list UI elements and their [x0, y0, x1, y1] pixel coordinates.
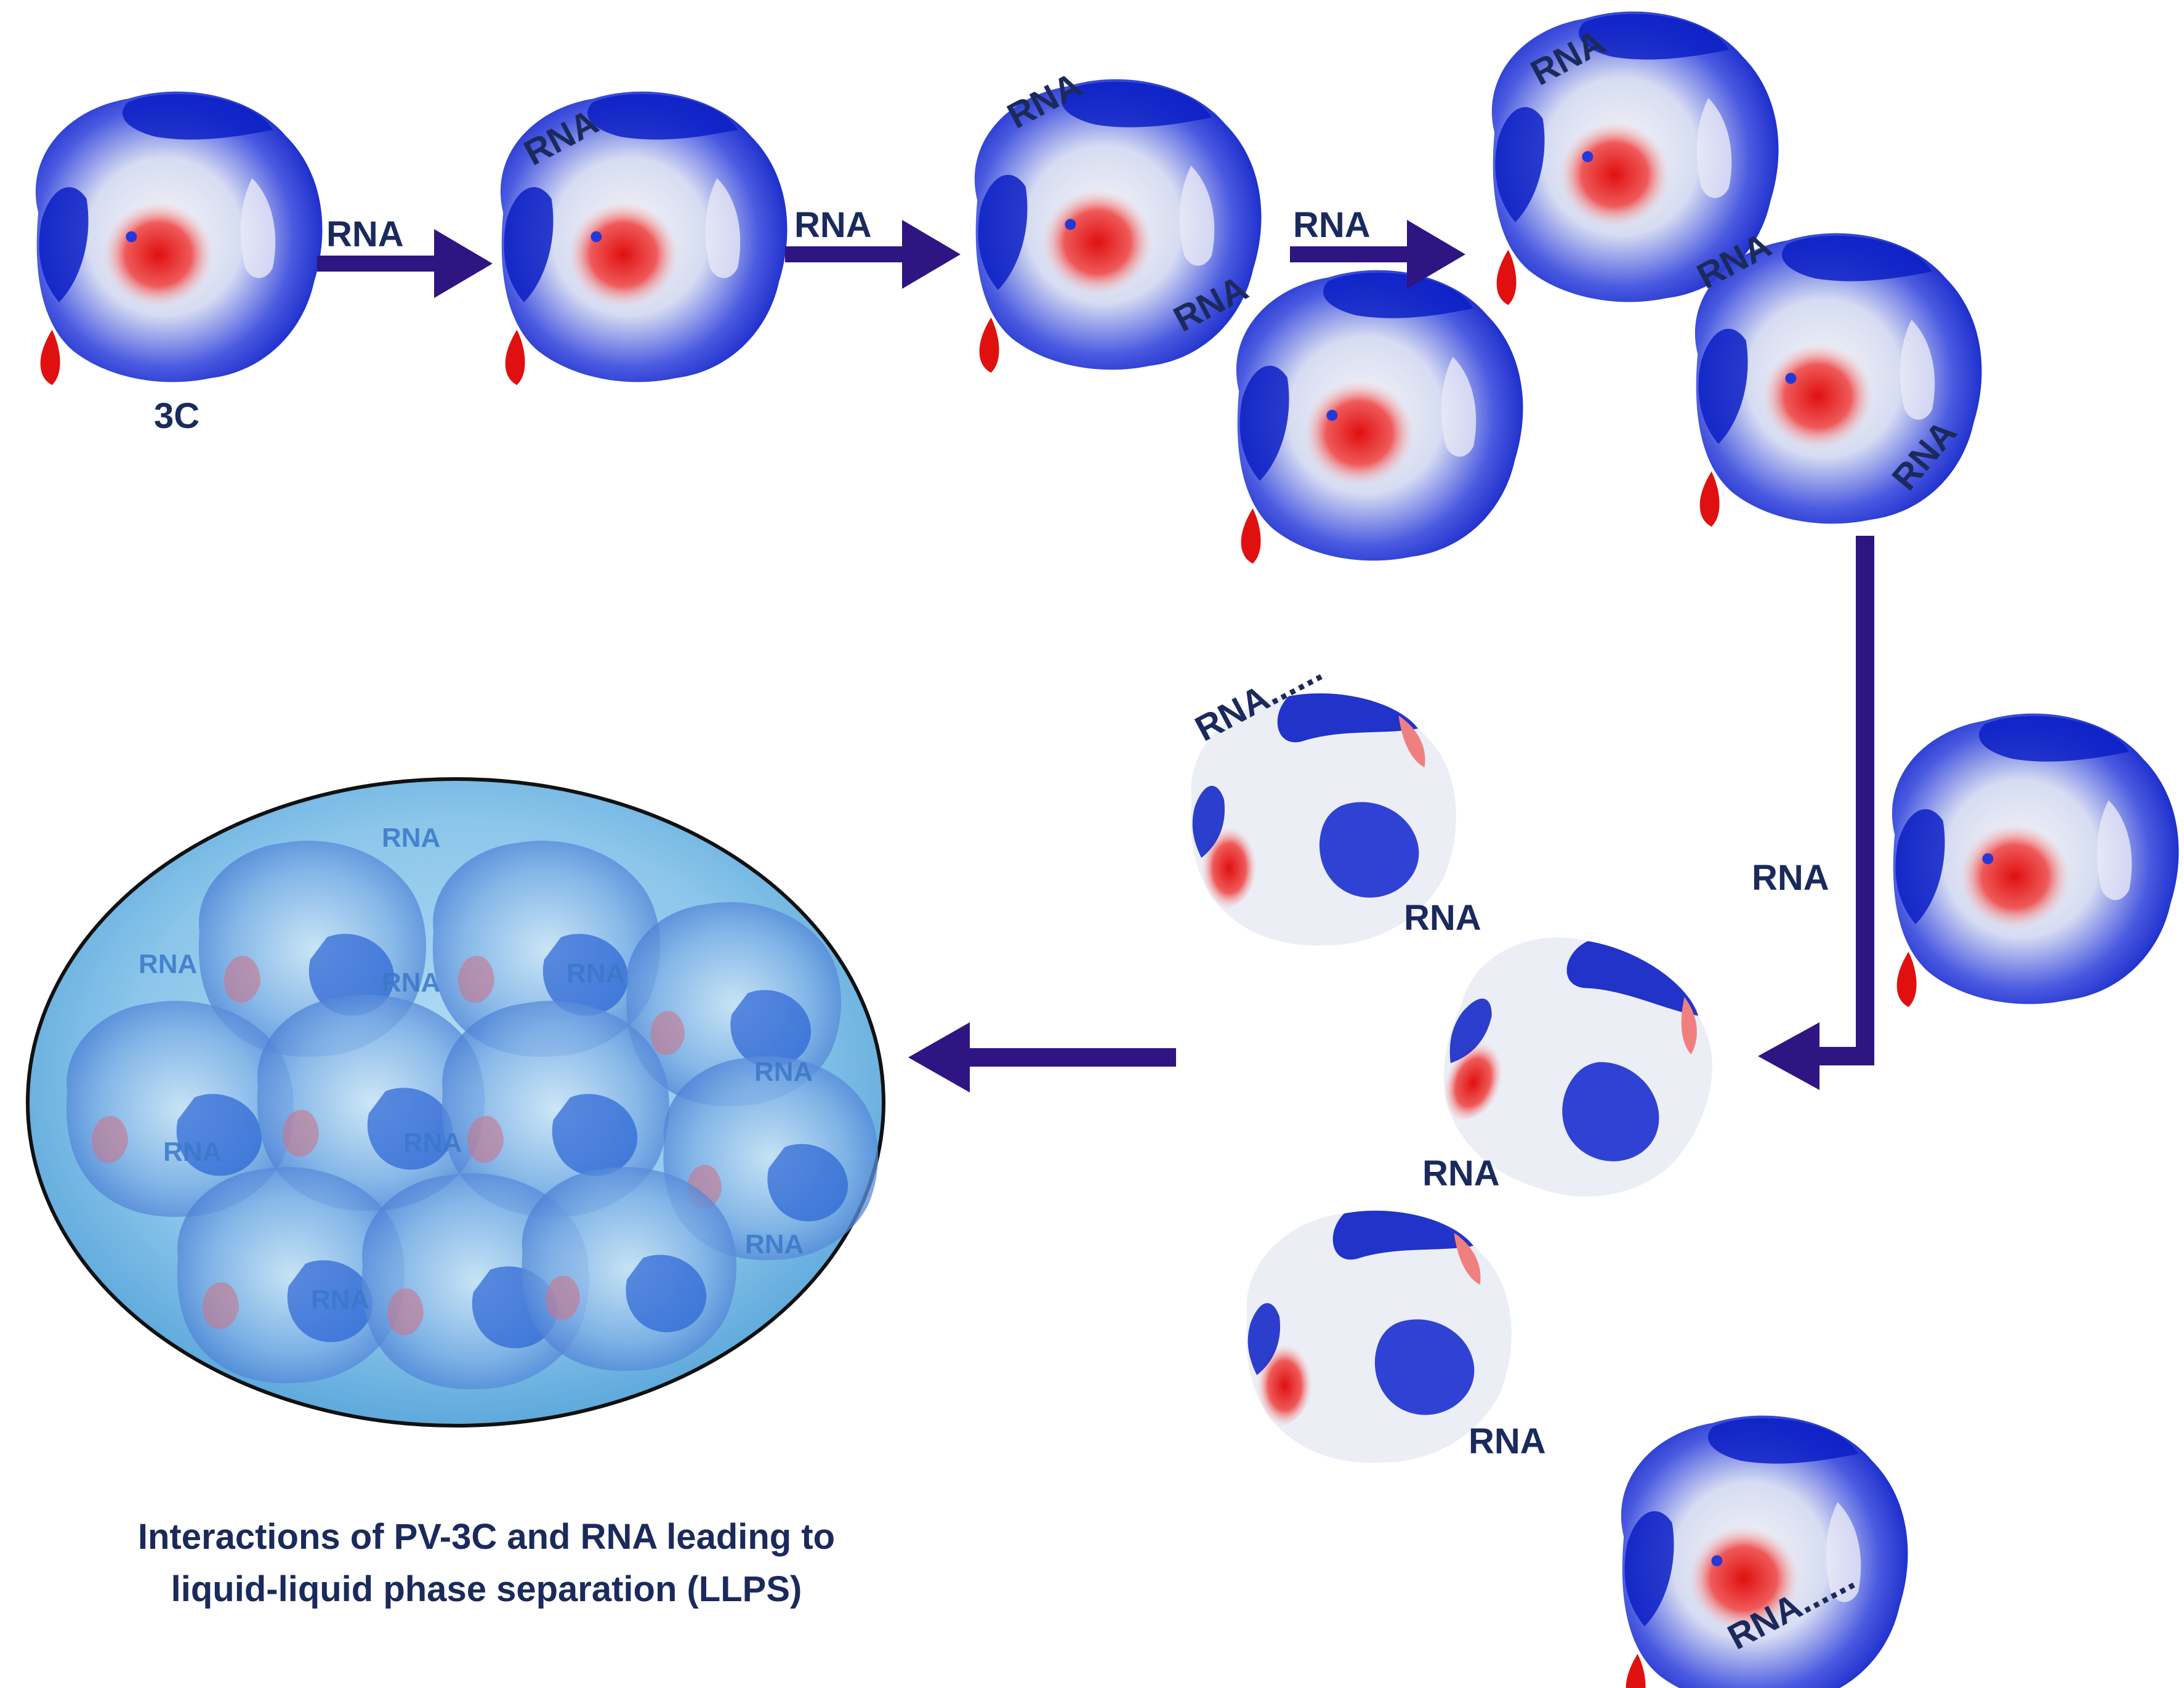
rna-label-6: RNA: [1293, 205, 1371, 245]
arrow-to-droplet: [908, 1022, 1176, 1092]
droplet-rna-label-5: RNA: [754, 1057, 813, 1087]
rna-label-13: RNA: [1469, 1421, 1546, 1461]
protein-3c-dimer-left: [1236, 270, 1523, 564]
rna-label-11: RNA: [1404, 898, 1481, 938]
protein-label-3c: 3C: [154, 396, 199, 436]
droplet-rna-label-2: RNA: [139, 949, 197, 979]
protein-3c-monomer: [35, 91, 323, 386]
rna-label-12: RNA: [1422, 1153, 1500, 1193]
protein-3c-cluster-4: [1621, 1415, 1908, 1688]
rna-label-10: RNA: [1752, 858, 1829, 898]
droplet-rna-label-3: RNA: [382, 967, 440, 998]
arrow-step-2: [785, 220, 961, 289]
droplet-rna-label-4: RNA: [566, 958, 625, 988]
droplet-rna-label-1: RNA: [382, 823, 440, 853]
rna-label-1: RNA: [326, 214, 404, 254]
droplet-rna-label-6: RNA: [163, 1137, 222, 1167]
arrow-step-1: [317, 229, 493, 298]
arrow-step-3: [1290, 220, 1465, 289]
rna-label-3: RNA: [794, 205, 872, 245]
droplet-rna-label-7: RNA: [403, 1128, 462, 1158]
caption-line-2: liquid-liquid phase separation (LLPS): [171, 1569, 802, 1609]
caption-line-1: Interactions of PV-3C and RNA leading to: [138, 1517, 835, 1557]
droplet-rna-label-9: RNA: [311, 1285, 369, 1315]
droplet-rna-label-8: RNA: [745, 1229, 804, 1259]
protein-3c-side: [1892, 713, 2179, 1008]
llps-droplet: [26, 777, 885, 1428]
arrow-elbow-down-left: [1758, 536, 1874, 1090]
